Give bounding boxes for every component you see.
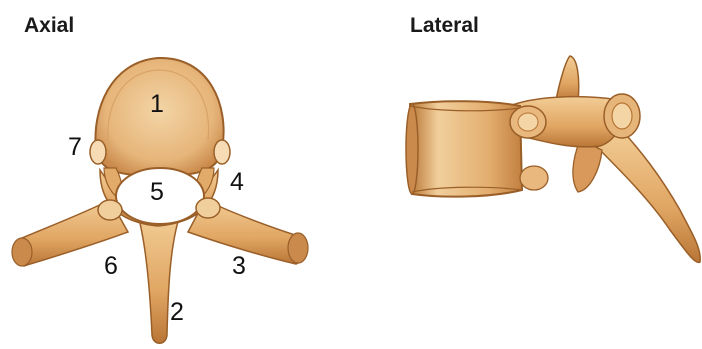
lateral-vertebral-body — [410, 101, 522, 196]
label-costal-facet: 7 — [68, 135, 82, 160]
lateral-inferior-articular — [573, 140, 602, 192]
right-transverse-tip — [288, 233, 308, 263]
label-vertebral-body: 1 — [150, 92, 164, 117]
label-spinous-process: 2 — [170, 300, 184, 325]
label-transverse-process-left: 6 — [104, 254, 118, 279]
lateral-spinous-process — [590, 128, 700, 262]
left-articular-process — [98, 200, 122, 220]
lateral-view-title: Lateral — [410, 14, 479, 38]
lateral-vertebra — [406, 56, 700, 262]
left-costal-facet — [90, 140, 106, 164]
right-articular-process — [196, 198, 220, 218]
lateral-inferior-costal-facet — [520, 166, 548, 190]
label-pedicle-right: 4 — [230, 170, 244, 195]
left-transverse-tip — [12, 238, 32, 266]
axial-view-title: Axial — [24, 14, 74, 38]
lateral-superior-articular — [556, 56, 579, 102]
label-transverse-process-right: 3 — [232, 254, 246, 279]
right-costal-facet — [214, 140, 230, 164]
label-vertebral-foramen: 5 — [150, 180, 164, 205]
